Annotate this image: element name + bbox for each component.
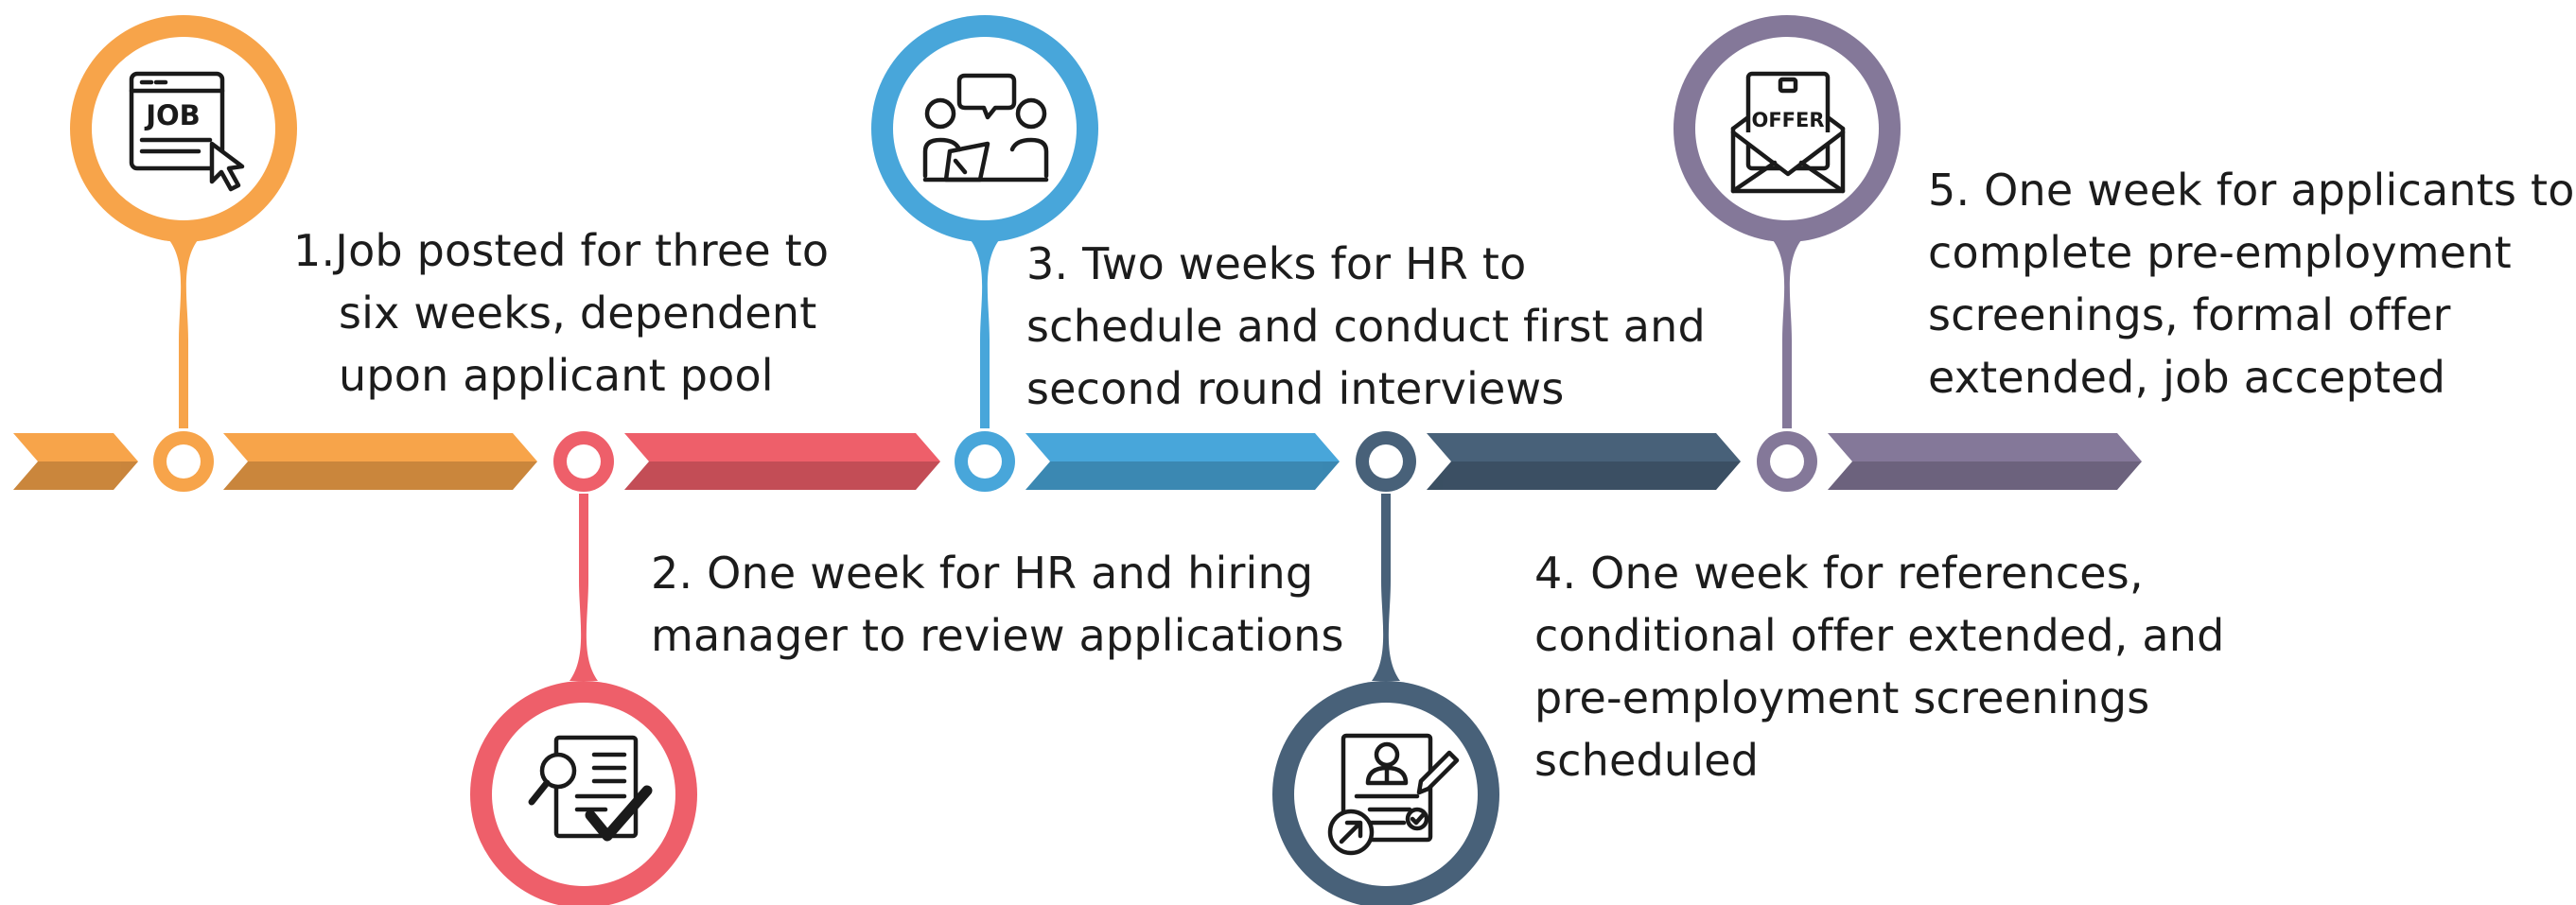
arrow-segment-1a	[13, 433, 138, 490]
reference-check-icon	[1327, 733, 1460, 856]
job-icon-label: JOB	[144, 99, 201, 131]
step-3-description: 3. Two weeks for HR to schedule and cond…	[1026, 238, 1706, 414]
offer-letter-icon: OFFER	[1730, 71, 1846, 194]
step-4-description: 4. One week for references, conditional …	[1534, 548, 2225, 786]
step-5-description: 5. One week for applicants to complete p…	[1928, 165, 2575, 403]
offer-icon-label: OFFER	[1751, 109, 1824, 131]
application-review-icon	[528, 735, 653, 842]
interview-icon	[922, 73, 1049, 183]
step-1-description: 1.Job posted for three to six weeks, dep…	[293, 225, 830, 401]
timeline-arrows	[13, 433, 2142, 490]
arrow-segment-1b	[223, 433, 537, 490]
pin-step-4	[1272, 431, 1499, 905]
arrow-segment-4	[1427, 433, 1741, 490]
step-2-description: 2. One week for HR and hiring manager to…	[651, 548, 1344, 661]
arrow-segment-2	[624, 433, 940, 490]
job-posting-icon: JOB	[129, 71, 245, 192]
pin-step-3	[871, 15, 1098, 492]
pin-step-1	[70, 15, 297, 492]
arrow-segment-5	[1828, 433, 2142, 490]
arrow-segment-3	[1025, 433, 1340, 490]
